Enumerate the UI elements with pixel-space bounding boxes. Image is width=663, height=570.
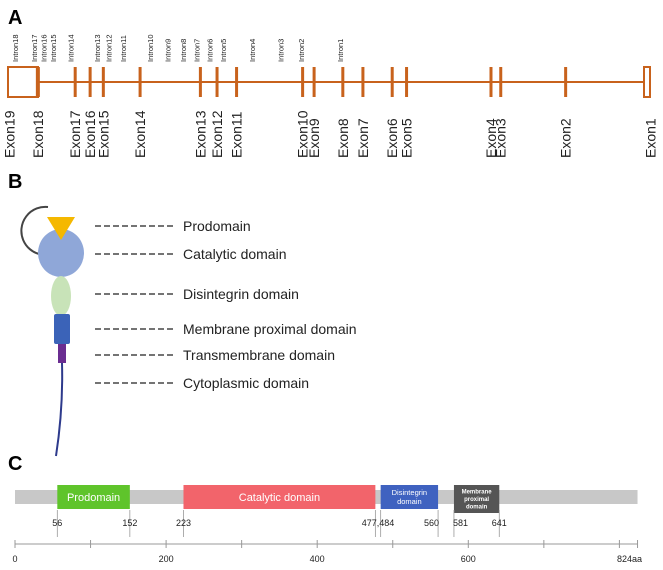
catalytic-legend-label: Catalytic domain	[183, 246, 287, 262]
ruler-label: 200	[159, 554, 174, 564]
exon16-label: Exon16	[82, 110, 98, 158]
exon16-marker	[88, 67, 92, 97]
exon18-label: Exon18	[30, 110, 46, 158]
exon18-marker	[35, 67, 40, 97]
disintegrin-legend-label: Disintegrin domain	[183, 286, 299, 302]
intron6-label: Intron6	[206, 39, 215, 62]
intron9-label: Intron9	[164, 39, 173, 62]
ruler-label: 600	[461, 554, 476, 564]
disintegrin-bar	[380, 485, 439, 509]
exon9-label: Exon9	[306, 118, 322, 158]
intron7-label: Intron7	[192, 39, 201, 62]
intron17-label: Intron17	[30, 34, 39, 62]
intron5-label: Intron5	[219, 39, 228, 62]
exon8-marker	[341, 67, 345, 97]
catalytic-bar	[183, 485, 376, 509]
position-label: 477,484	[362, 518, 395, 528]
intron16-label: Intron16	[40, 34, 49, 62]
intron10-label: Intron10	[146, 34, 155, 62]
exon4-label: Exon4	[483, 118, 499, 158]
exon6-label: Exon6	[384, 118, 400, 158]
exon12-marker	[215, 67, 219, 97]
membrane-proximal-legend-label: Membrane proximal domain	[183, 321, 357, 337]
position-label: 56	[52, 518, 62, 528]
position-label: 152	[122, 518, 137, 528]
panel-label-a: A	[8, 7, 22, 29]
exon10-label: Exon10	[295, 110, 311, 158]
intron3-label: Intron3	[276, 39, 285, 62]
position-label: 641	[492, 518, 507, 528]
ruler-label: 824aa	[617, 554, 642, 564]
exon13-marker	[198, 67, 202, 97]
exon7-label: Exon7	[355, 118, 371, 158]
exon1-label: Exon1	[643, 118, 659, 158]
cytoplasmic-legend-label: Cytoplasmic domain	[183, 375, 309, 391]
catalytic-bar-label: Catalytic domain	[239, 492, 320, 504]
exon4-marker	[489, 67, 493, 97]
exon5-label: Exon5	[399, 118, 415, 158]
exon12-label: Exon12	[209, 110, 225, 158]
exon11-marker	[235, 67, 239, 97]
position-label: 581	[453, 518, 468, 528]
transmembrane-legend-label: Transmembrane domain	[183, 347, 335, 363]
exon14-label: Exon14	[132, 110, 148, 158]
intron12-label: Intron12	[105, 34, 114, 62]
exon13-label: Exon13	[192, 110, 208, 158]
protein-schematic	[20, 205, 84, 457]
membrane-proximal-domain-shape	[54, 314, 70, 344]
prodomain-bar	[57, 485, 130, 509]
intron1-label: Intron1	[336, 39, 345, 62]
exon2-marker	[564, 67, 568, 97]
position-label: 560	[424, 518, 439, 528]
exon17-label: Exon17	[67, 110, 83, 158]
ruler-label: 400	[310, 554, 325, 564]
intron2-label: Intron2	[297, 39, 306, 62]
exon15-marker	[101, 67, 105, 97]
transmembrane-domain-shape	[58, 344, 66, 363]
prodomain-legend-label: Prodomain	[183, 218, 251, 234]
exon5-marker	[405, 67, 409, 97]
cytoplasmic-tail	[55, 362, 64, 457]
exon11-label: Exon11	[229, 111, 245, 158]
exon7-marker	[361, 67, 365, 97]
prodomain-shape	[47, 217, 75, 240]
position-label: 223	[176, 518, 191, 528]
intron13-label: Intron13	[93, 34, 102, 62]
intron15-label: Intron15	[49, 34, 58, 62]
panel-label-c: C	[8, 453, 22, 475]
membrane-proximal-bar	[453, 485, 500, 513]
exon10-marker	[301, 67, 305, 97]
exon3-marker	[499, 67, 503, 97]
exon15-label: Exon15	[95, 110, 111, 158]
exon6-marker	[390, 67, 394, 97]
disintegrin-domain-shape	[51, 276, 71, 316]
exon9-marker	[312, 67, 316, 97]
intron18-label: Intron18	[11, 34, 20, 62]
exon2-label: Exon2	[558, 118, 574, 158]
exon17-marker	[73, 67, 77, 97]
exon1-box	[643, 66, 651, 98]
catalytic-domain-shape	[38, 229, 84, 277]
intron4-label: Intron4	[248, 39, 257, 62]
exon3-label: Exon3	[493, 118, 509, 158]
exon19-box	[7, 66, 39, 98]
exon8-label: Exon8	[335, 118, 351, 158]
ruler-label: 0	[12, 554, 17, 564]
intron11-label: Intron11	[119, 35, 128, 62]
exon14-marker	[138, 67, 142, 97]
intron14-label: Intron14	[67, 34, 76, 62]
prodomain-bar-label: Prodomain	[67, 492, 120, 504]
exon19-label: Exon19	[2, 110, 18, 158]
intron8-label: Intron8	[179, 39, 188, 62]
panel-label-b: B	[8, 171, 22, 193]
